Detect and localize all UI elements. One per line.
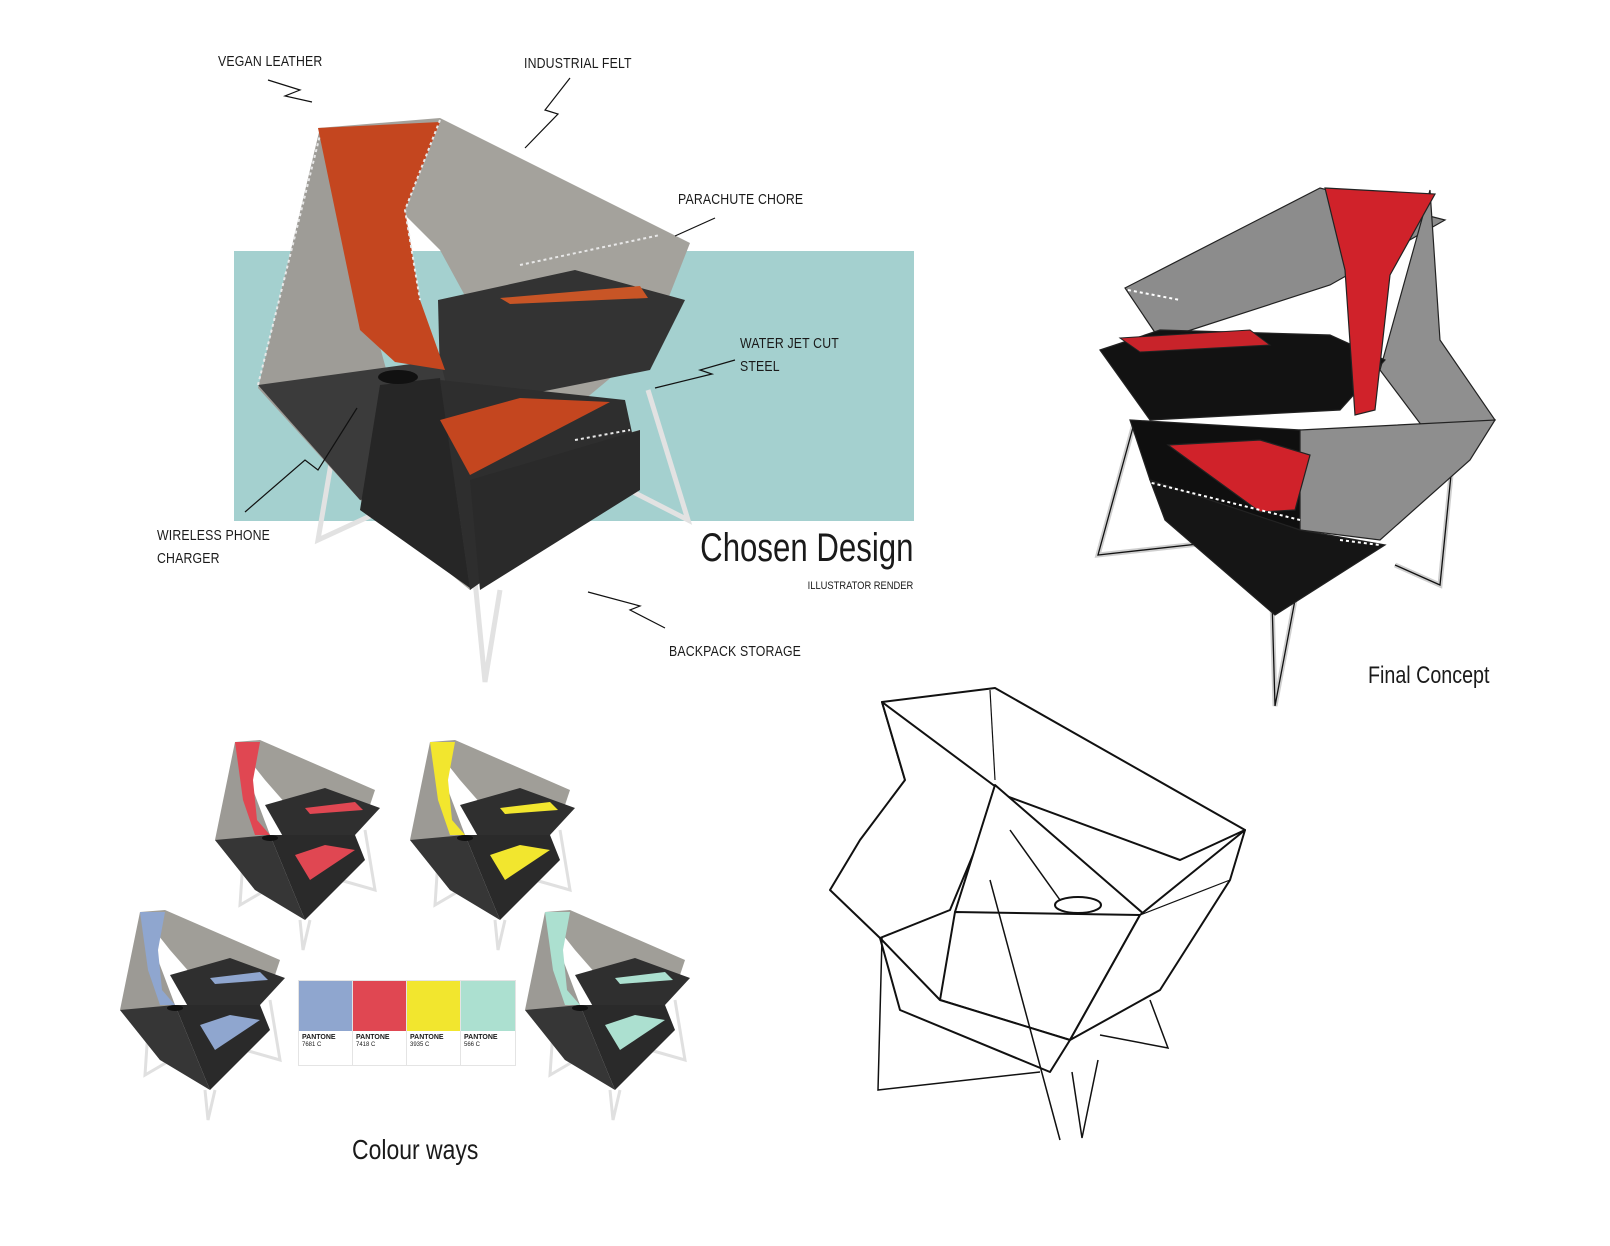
label-backpack-storage: BACKPACK STORAGE — [669, 643, 802, 660]
swatch-brand: PANTONE — [464, 1034, 498, 1041]
mini-chair-blue — [120, 910, 285, 1121]
swatch-code: 7681 C — [302, 1042, 322, 1048]
swatch-brand: PANTONE — [356, 1034, 390, 1041]
swatch-chip-yellow — [407, 981, 461, 1031]
label-water-jet-cut: WATER JET CUT STEEL — [740, 332, 839, 378]
label-wireless-line1: WIRELESS PHONE — [157, 527, 271, 544]
pantone-swatch-red: PANTONE 7418 C — [352, 980, 408, 1066]
swatch-chip-red — [353, 981, 407, 1031]
label-vegan-leather: VEGAN LEATHER — [218, 53, 323, 70]
label-industrial-felt: INDUSTRIAL FELT — [524, 55, 632, 72]
label-wireless-line2: CHARGER — [157, 550, 220, 567]
chosen-design-title: Chosen Design — [699, 526, 913, 570]
swatch-brand: PANTONE — [410, 1034, 444, 1041]
pantone-swatch-yellow: PANTONE 3935 C — [406, 980, 462, 1066]
label-water-jet-line1: WATER JET CUT — [740, 335, 839, 352]
swatch-chip-mint — [461, 981, 515, 1031]
mini-chair-yellow — [410, 740, 575, 951]
label-parachute-chore: PARACHUTE CHORE — [678, 191, 804, 208]
swatch-code: 7418 C — [356, 1042, 376, 1048]
label-water-jet-line2: STEEL — [740, 358, 780, 375]
pantone-swatch-blue: PANTONE 7681 C — [298, 980, 354, 1066]
swatch-brand: PANTONE — [302, 1034, 336, 1041]
mini-chair-red — [215, 740, 380, 951]
swatch-code: 3935 C — [410, 1042, 430, 1048]
mini-chair-mint — [525, 910, 690, 1121]
swatch-chip-blue — [299, 981, 353, 1031]
chosen-design-subtitle: ILLUSTRATOR RENDER — [807, 580, 913, 592]
swatch-code: 566 C — [464, 1042, 481, 1048]
pantone-swatch-mint: PANTONE 566 C — [460, 980, 516, 1066]
label-wireless-charger: WIRELESS PHONE CHARGER — [157, 524, 270, 570]
final-concept-title: Final Concept — [1368, 662, 1490, 689]
colour-ways-title: Colour ways — [352, 1134, 479, 1165]
